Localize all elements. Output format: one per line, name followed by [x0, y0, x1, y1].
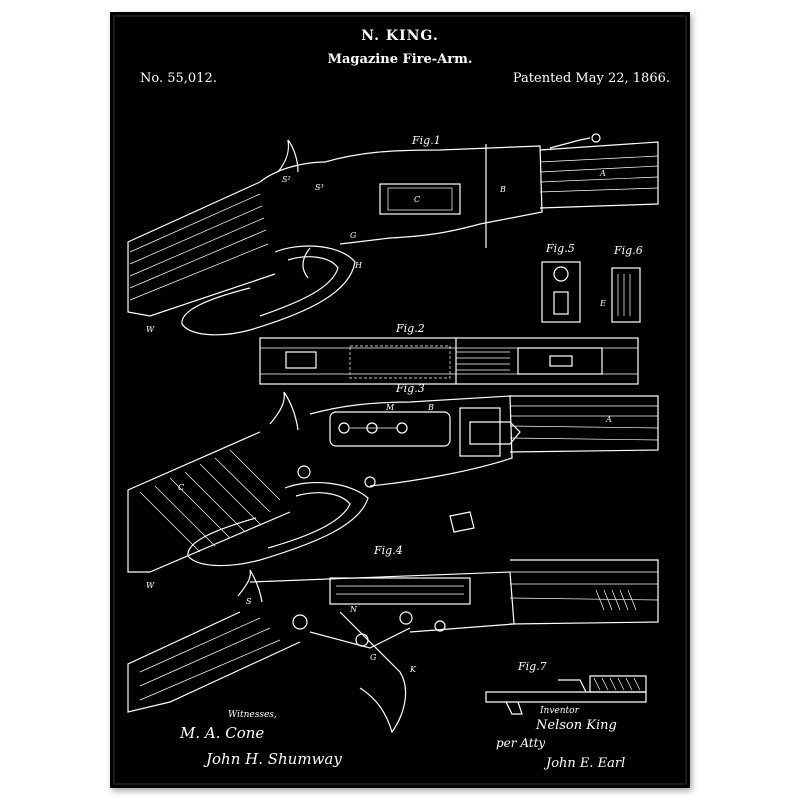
fig2-label: Fig.2	[396, 322, 425, 335]
fig7-drawing	[485, 675, 647, 715]
fig5-fig6-drawing: E	[541, 261, 641, 323]
inventor-label: Inventor	[540, 706, 579, 716]
svg-text:A: A	[599, 169, 606, 178]
svg-text:N: N	[349, 605, 358, 614]
attorney-signature: John E. Earl	[546, 756, 626, 771]
drawing-frame	[113, 15, 687, 785]
svg-text:G: G	[350, 231, 357, 240]
fig3-drawing: A M B C W	[127, 391, 659, 590]
svg-text:B: B	[499, 185, 506, 194]
inventor-signature: Nelson King	[536, 718, 617, 733]
witnesses-label: Witnesses,	[228, 710, 277, 720]
attorney-prefix: per Atty	[496, 736, 546, 750]
witness-signature-2: John H. Shumway	[206, 750, 342, 768]
svg-text:A: A	[605, 415, 612, 424]
svg-text:K: K	[409, 665, 417, 674]
witness-signature-1: M. A. Cone	[180, 724, 265, 742]
svg-text:H: H	[354, 261, 363, 270]
fig4-label: Fig.4	[374, 544, 403, 557]
fig4-drawing: S N G K	[127, 559, 659, 734]
svg-text:S: S	[246, 597, 252, 606]
patent-date: Patented May 22, 1866.	[512, 71, 670, 86]
fig1-drawing: S³ S² B A C G H W	[127, 133, 659, 336]
svg-text:C: C	[414, 195, 420, 204]
fig5-label: Fig.5	[546, 242, 575, 255]
patent-number: No. 55,012.	[140, 71, 217, 86]
svg-text:W: W	[146, 325, 155, 334]
fig7-label: Fig.7	[518, 660, 547, 673]
svg-text:W: W	[146, 581, 155, 590]
inventor-name: N. KING.	[361, 28, 439, 44]
fig3-label: Fig.3	[396, 382, 425, 395]
svg-text:S³: S³	[315, 183, 324, 192]
patent-drawing: S³ S² B A C G H W E	[113, 15, 687, 785]
fig1-label: Fig.1	[412, 134, 441, 147]
patent-poster: N. KING. Magazine Fire-Arm. No. 55,012. …	[110, 12, 690, 788]
svg-text:G: G	[370, 653, 377, 662]
fig6-label: Fig.6	[614, 244, 643, 257]
svg-text:B: B	[427, 403, 434, 412]
svg-text:M: M	[385, 403, 395, 412]
patent-title: Magazine Fire-Arm.	[327, 52, 473, 67]
svg-text:E: E	[599, 299, 606, 308]
svg-text:S²: S²	[282, 175, 291, 184]
fig2-drawing	[259, 337, 639, 385]
svg-text:C: C	[178, 483, 184, 492]
